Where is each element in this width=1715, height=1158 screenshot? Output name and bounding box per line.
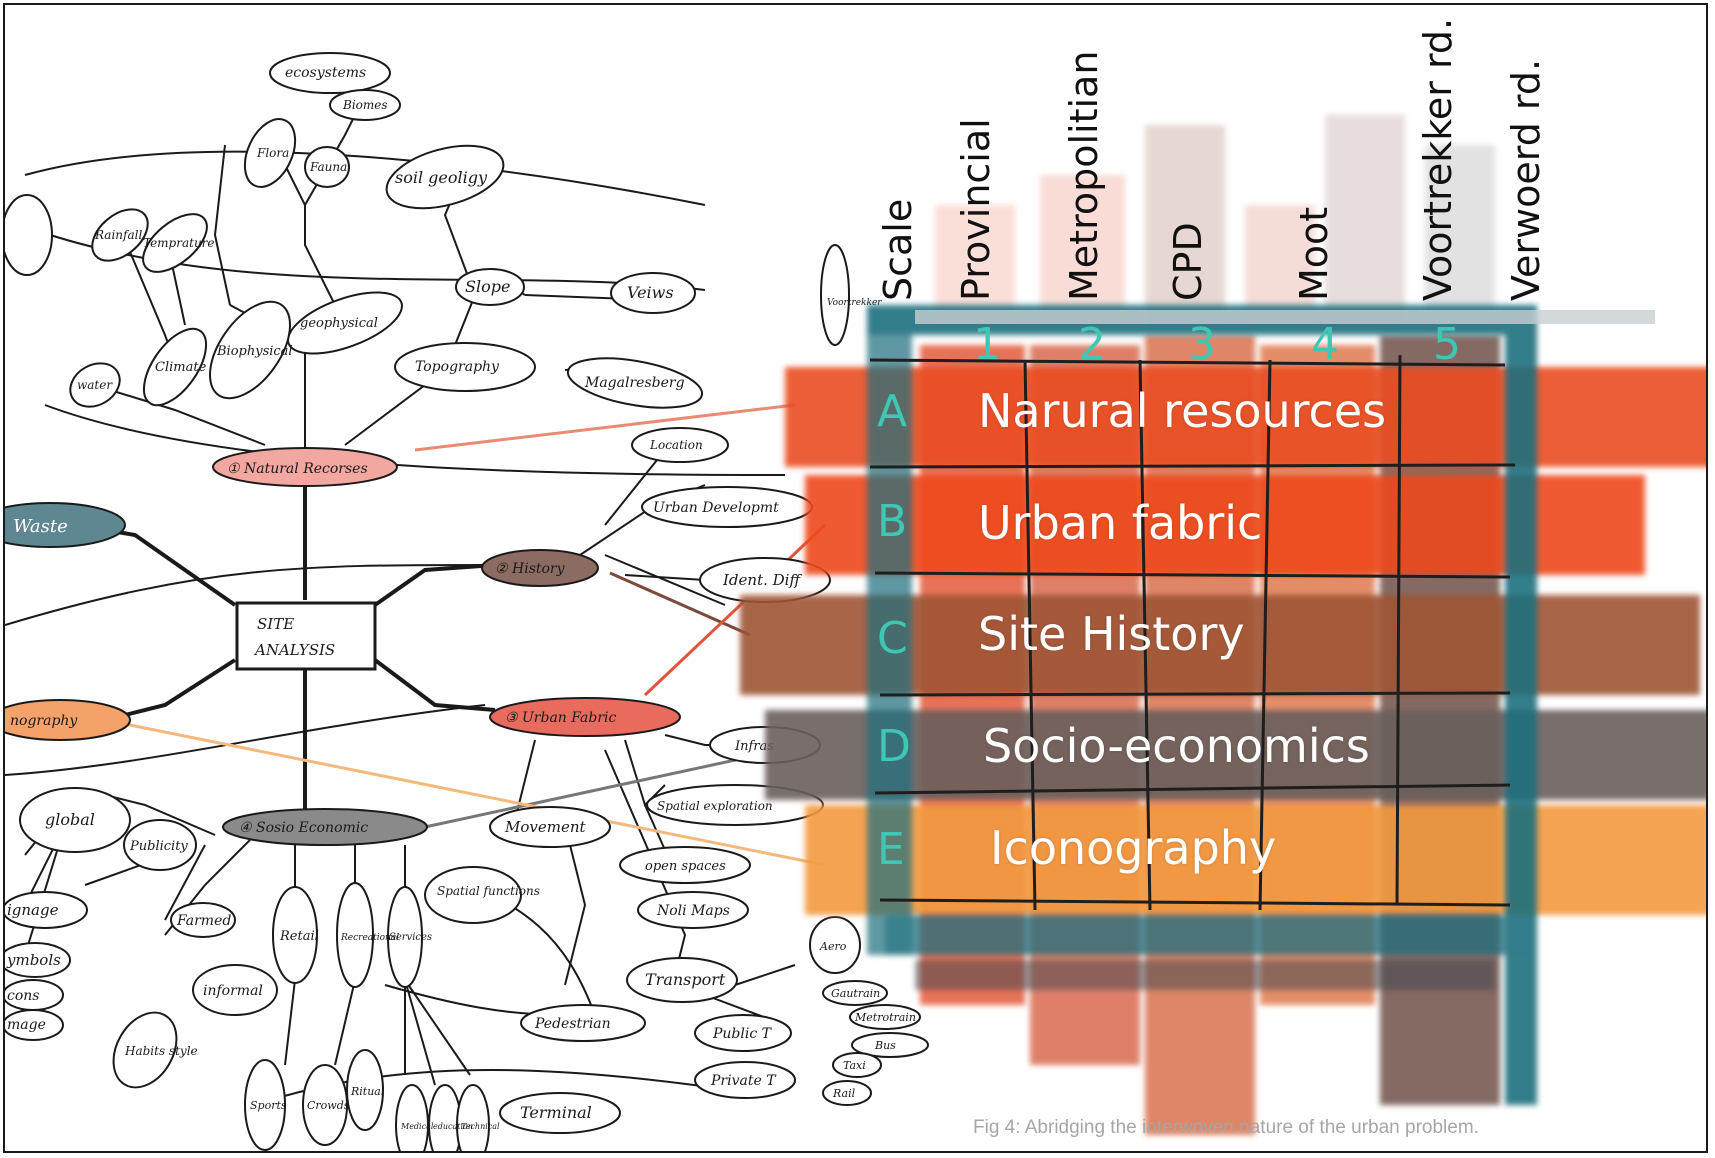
node-retail: Retail bbox=[279, 929, 319, 944]
node-biomes: Biomes bbox=[342, 98, 388, 112]
node-rail: Rail bbox=[832, 1087, 856, 1100]
history-label: ② History bbox=[495, 561, 566, 577]
matrix-graphic bbox=[740, 115, 1706, 1135]
col-num-2: 2 bbox=[1078, 319, 1106, 370]
row-label-socio-economics: Socio-economics bbox=[983, 719, 1370, 773]
node-spatial-expl: Spatial exploration bbox=[657, 799, 773, 813]
node-public-t: Public T bbox=[712, 1026, 773, 1042]
node-sports: Sports bbox=[250, 1099, 287, 1112]
node-education: education bbox=[433, 1122, 473, 1131]
node-urban-dev: Urban Developmt bbox=[653, 500, 779, 516]
node-signage: ignage bbox=[7, 901, 59, 919]
figure-frame: SITE ANALYSIS ① Natural Recorses ② Histo… bbox=[3, 3, 1708, 1153]
node-gautrain: Gautrain bbox=[831, 987, 880, 1000]
center-line-1: SITE bbox=[257, 615, 294, 633]
node-image: mage bbox=[7, 1017, 46, 1033]
node-biophysical: Biophysical bbox=[216, 344, 293, 359]
node-services: Services bbox=[389, 932, 432, 943]
center-box bbox=[235, 601, 377, 671]
node-aero: Aero bbox=[819, 940, 847, 953]
row-label-natural-resources: Narural resources bbox=[978, 384, 1387, 438]
node-views: Veiws bbox=[627, 283, 674, 302]
col-num-3: 3 bbox=[1188, 319, 1216, 370]
center-line-2: ANALYSIS bbox=[253, 641, 335, 659]
node-informal: informal bbox=[203, 983, 263, 999]
natural-label: ① Natural Recorses bbox=[227, 461, 368, 477]
node-ecosystems: ecosystems bbox=[285, 65, 366, 81]
node-infras: Infras bbox=[734, 739, 774, 754]
node-icons: cons bbox=[7, 988, 39, 1004]
col-header-metropolitian: Metropolitian bbox=[1062, 50, 1106, 301]
mind-map: SITE ANALYSIS ① Natural Recorses ② Histo… bbox=[5, 52, 929, 1151]
node-noli: Noli Maps bbox=[656, 903, 730, 919]
node-ritual: Ritual bbox=[350, 1085, 385, 1098]
col-header-provincial: Provincial bbox=[954, 118, 998, 301]
figure-caption: Fig 4: Abridging the interwoven nature o… bbox=[973, 1117, 1479, 1138]
node-spatial-functions: Spatial functions bbox=[437, 884, 540, 898]
node-movement: Movement bbox=[504, 818, 587, 836]
node-terminal: Terminal bbox=[520, 1103, 592, 1122]
col-header-verwoerd: Verwoerd rd. bbox=[1504, 58, 1548, 301]
node-magaliesberg: Magalresberg bbox=[584, 375, 685, 391]
node-identity: Ident. Diff bbox=[722, 571, 802, 589]
node-global: global bbox=[45, 810, 95, 829]
node-flora: Flora bbox=[256, 146, 289, 160]
col-header-voortrekker: Voortrekker rd. bbox=[1416, 17, 1460, 301]
row-label-iconography: Iconography bbox=[990, 821, 1277, 875]
history-node bbox=[481, 549, 599, 587]
node-symbols: ymbols bbox=[6, 951, 61, 969]
node-fauna: Fauna bbox=[309, 160, 347, 174]
col-num-1: 1 bbox=[973, 319, 1001, 370]
node-topography: Topography bbox=[415, 359, 500, 375]
node-voortrekker: Voortrekker bbox=[827, 298, 882, 308]
node-location: Location bbox=[649, 438, 703, 452]
node-medical: Medical bbox=[400, 1122, 434, 1131]
natural-node bbox=[212, 447, 398, 487]
node-soil: soil geoligy bbox=[395, 168, 488, 187]
urban-node bbox=[489, 697, 681, 737]
col-header-cpd: CPD bbox=[1166, 222, 1210, 301]
row-label-urban-fabric: Urban fabric bbox=[978, 496, 1263, 550]
row-letter-b: B bbox=[877, 496, 908, 547]
row-letter-d: D bbox=[877, 721, 911, 772]
node-slope: Slope bbox=[465, 277, 510, 296]
node-crowds: Crowds bbox=[307, 1099, 350, 1112]
urban-label: ③ Urban Fabric bbox=[505, 710, 617, 726]
col-num-4: 4 bbox=[1311, 319, 1339, 370]
node-water: water bbox=[77, 378, 113, 392]
node-transport: Transport bbox=[645, 970, 726, 989]
iconography-label: nography bbox=[10, 713, 78, 729]
node-pedestrian: Pedestrian bbox=[534, 1016, 611, 1032]
row-letter-c: C bbox=[877, 613, 908, 664]
row-label-site-history: Site History bbox=[978, 607, 1245, 661]
node-bus: Bus bbox=[874, 1039, 896, 1052]
col-header-moot: Moot bbox=[1292, 206, 1336, 301]
col-header-scale: Scale bbox=[876, 198, 920, 301]
node-technical: Technical bbox=[461, 1122, 500, 1131]
col-num-5: 5 bbox=[1433, 319, 1461, 370]
node-rainfall: Rainfall bbox=[94, 228, 142, 242]
node-open-spaces: open spaces bbox=[645, 859, 726, 874]
node-geophysical: geophysical bbox=[300, 316, 378, 331]
socio-label: ④ Sosio Economic bbox=[239, 820, 368, 836]
row-letter-a: A bbox=[877, 386, 908, 437]
node-taxi: Taxi bbox=[843, 1059, 866, 1072]
node-publicity: Publicity bbox=[129, 839, 188, 854]
socio-node bbox=[222, 808, 428, 846]
node-farmed: Farmed bbox=[176, 913, 231, 929]
node-metrotrain: Metrotrain bbox=[854, 1011, 916, 1024]
waste-label: Waste bbox=[13, 516, 68, 537]
node-habits: Habits style bbox=[124, 1044, 198, 1058]
waste-node bbox=[5, 502, 126, 548]
node-temprature: Temprature bbox=[143, 236, 215, 250]
node-climate: Climate bbox=[155, 360, 207, 375]
row-letter-e: E bbox=[877, 824, 905, 875]
iconography-node bbox=[5, 699, 131, 741]
node-recreational: Recreational bbox=[340, 933, 399, 943]
node-private-t: Private T bbox=[710, 1073, 777, 1089]
